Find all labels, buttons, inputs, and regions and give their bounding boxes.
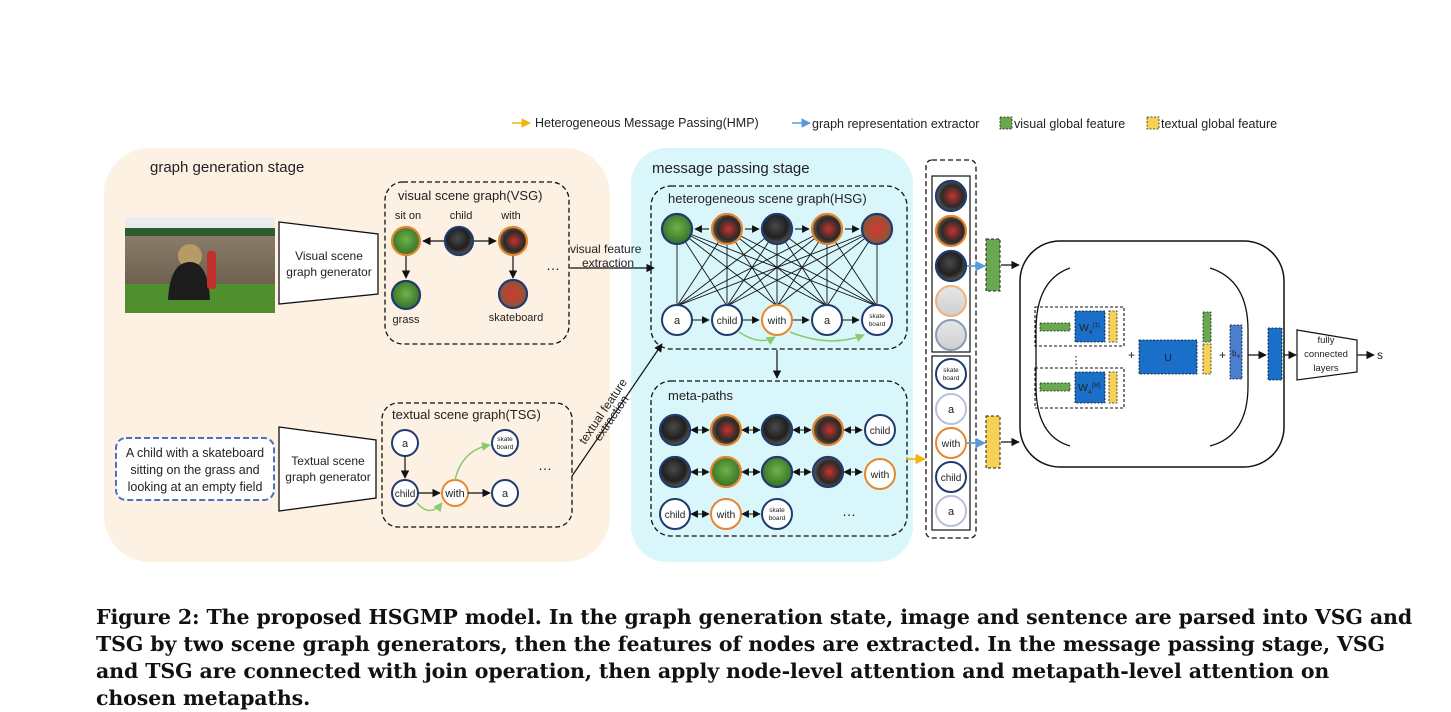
hsgmp-diagram: Heterogeneous Message Passing(HMP) graph… [104,116,1383,562]
svg-text:Textual scene: Textual scene [291,454,365,468]
gre-legend-label: graph representation extractor [812,117,979,131]
visual-scene-graph: visual scene graph(VSG) sit on child wit… [384,181,570,345]
svg-text:graph generator: graph generator [285,470,370,484]
svg-text:child: child [870,426,891,437]
visual-global-legend-label: visual global feature [1014,117,1125,131]
svg-text:skate: skate [943,367,959,374]
svg-text:child: child [665,510,686,521]
svg-text:b: b [1232,349,1237,358]
metapaths-title: meta-paths [668,388,734,403]
svg-text:with: with [500,210,521,222]
svg-text:grass: grass [393,314,420,326]
svg-text:W: W [1078,382,1088,394]
svg-text:4: 4 [1237,354,1240,360]
svg-text:skate: skate [497,436,513,443]
visual-global-swatch [999,116,1013,130]
message-passing-stage-title: message passing stage [652,160,810,177]
svg-text:board: board [869,321,886,328]
vsg-node-skateboard [497,278,529,310]
svg-text:skateboard: skateboard [489,312,543,324]
textual-global-feature [985,415,1001,469]
svg-text:a: a [402,438,409,450]
svg-text:a: a [502,488,509,500]
svg-text:board: board [769,515,786,522]
svg-text:⋮: ⋮ [1071,355,1082,367]
textual-global-swatch [1146,116,1160,130]
svg-text:+: + [1219,348,1226,362]
textual-global-legend-label: textual global feature [1161,117,1277,131]
svg-text:board: board [943,375,960,382]
svg-text:with: with [444,488,465,500]
visual-scene-graph-generator: Visual scene graph generator [278,221,379,305]
legend: Heterogeneous Message Passing(HMP) graph… [512,116,1277,131]
svg-text:skate: skate [869,313,885,320]
svg-text:skate: skate [769,507,785,514]
svg-text:child: child [717,316,738,327]
figure-caption: Figure 2: The proposed HSGMP model. In t… [96,605,1413,710]
textual-scene-graph: textual scene graph(TSG) a child with a … [381,402,573,528]
svg-text:with: with [870,469,890,481]
vsg-node-child [443,225,475,257]
svg-text:a: a [674,315,681,327]
input-sentence: A child with a skateboard sitting on the… [115,437,275,501]
message-passing-stage-panel [631,148,913,562]
svg-text:4: 4 [1088,390,1092,396]
node-feature-column: skate board a with child a [925,159,977,539]
svg-text:fully: fully [1318,335,1335,346]
vsg-node-grass [390,279,422,311]
output-score: s [1377,348,1383,362]
svg-text:child: child [395,489,416,500]
textual-scene-graph-generator: Textual scene graph generator [278,426,377,512]
svg-text:a: a [824,315,831,327]
svg-text:child: child [941,473,962,484]
svg-text:a: a [948,404,955,416]
hmp-legend-label: Heterogeneous Message Passing(HMP) [535,116,759,130]
input-image [125,217,275,313]
svg-text:Visual scene: Visual scene [295,249,363,263]
hsg-title: heterogeneous scene graph(HSG) [668,191,867,206]
tsg-title: textual scene graph(TSG) [392,407,541,422]
svg-text:…: … [538,457,552,473]
svg-text:layers: layers [1313,363,1339,374]
vsg-node-sit-on [390,225,422,257]
svg-text:visual feature: visual feature [570,242,642,256]
fully-connected-layers: fully connected layers [1296,329,1358,381]
fusion-module: W 4 [1] ⋮ W 4 [M] + U + b 4 [1019,240,1285,468]
svg-text:A child with a skateboard: A child with a skateboard [126,446,264,460]
svg-text:graph generator: graph generator [286,265,371,279]
visual-global-feature [985,238,1001,292]
graph-generation-stage-title: graph generation stage [150,159,304,176]
svg-text:4: 4 [1089,330,1093,336]
svg-text:looking at an empty field: looking at an empty field [128,480,263,494]
svg-text:+: + [1128,348,1135,362]
svg-text:…: … [842,503,856,519]
svg-text:child: child [450,210,473,222]
svg-text:with: with [716,509,736,521]
svg-text:board: board [497,444,514,451]
vsg-node-with [497,225,529,257]
svg-text:…: … [546,257,560,273]
svg-text:U: U [1164,352,1172,364]
svg-text:with: with [767,315,787,327]
svg-text:a: a [948,506,955,518]
svg-text:[1]: [1] [1093,323,1100,329]
svg-text:[M]: [M] [1092,383,1101,389]
vsg-title: visual scene graph(VSG) [398,188,543,203]
svg-text:sit on: sit on [395,210,421,222]
heterogeneous-scene-graph: heterogeneous scene graph(HSG) a child w… [650,185,908,350]
svg-text:W: W [1079,322,1089,334]
svg-text:sitting on the grass and: sitting on the grass and [130,463,259,477]
svg-text:with: with [941,438,961,450]
fused-vector [1267,327,1283,381]
svg-text:extraction: extraction [582,256,634,270]
svg-text:connected: connected [1304,349,1348,360]
